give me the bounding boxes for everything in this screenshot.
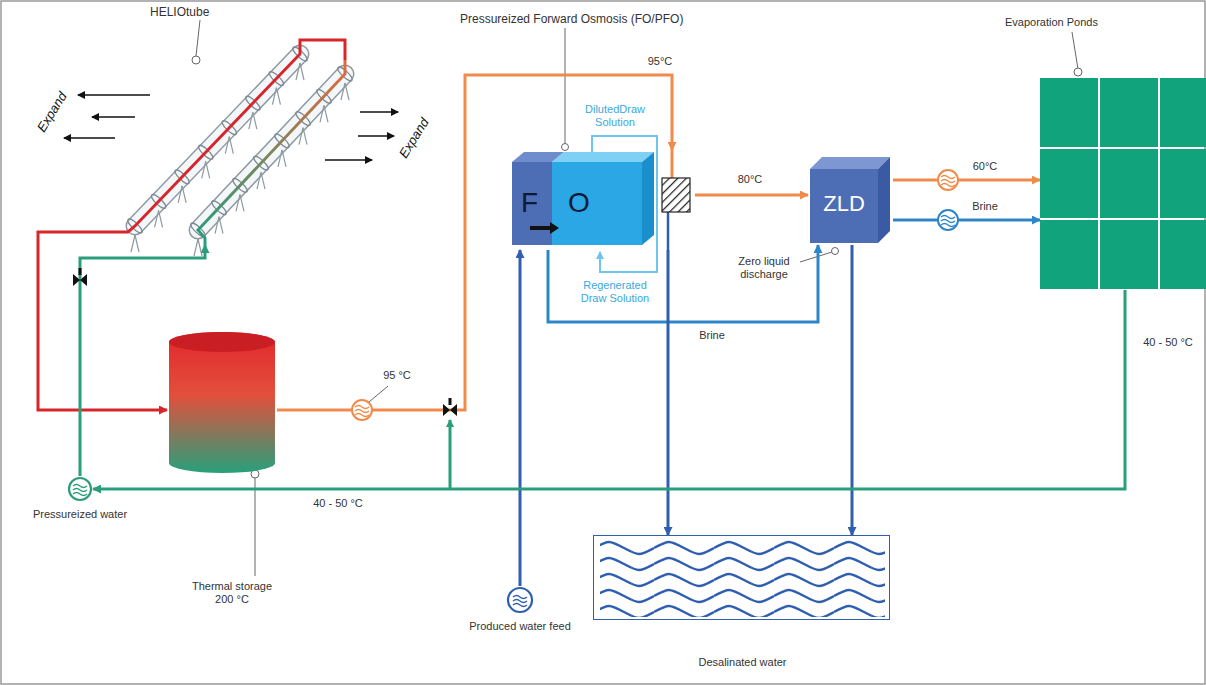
unit-letter: F (521, 186, 538, 220)
pipe (667, 212, 670, 250)
pipe (449, 420, 452, 489)
tank-label: Desalinated water (594, 656, 891, 669)
pump-label: Produced water feed (446, 620, 594, 633)
forward-osmosis-unit: FOPressureized Forward Osmosis (FO/PFO) (510, 150, 695, 250)
callout-label: Thermal storage 200 °C (187, 580, 277, 606)
thermal-storage-tank: Thermal storage 200 °C (167, 330, 277, 475)
motion-label: Expand (34, 89, 71, 135)
pipe-connector (548, 245, 818, 322)
temperature-label: 95°C (648, 55, 673, 68)
leader-lines (196, 20, 1078, 576)
expand-arrows (64, 95, 398, 160)
stream-label: DilutedDraw Solution (575, 103, 655, 129)
pipe-connector (893, 179, 1040, 182)
pipe-connector (519, 250, 522, 586)
unit-title: ZLD (810, 191, 878, 217)
desalinated-water-tank: Desalinated water (593, 535, 890, 620)
zld-unit: ZLDZero liquid discharge (808, 155, 893, 245)
pipe-connector (277, 75, 672, 410)
pressurized-water-pump: Pressureized water (67, 476, 93, 502)
leader-dot (192, 56, 1082, 478)
stream-label: Regenerated Draw Solution (575, 279, 655, 305)
temperature-label: 95 °C (383, 369, 411, 382)
edge-label: 60°C (971, 160, 1000, 173)
edge-label: 80°C (736, 173, 765, 186)
edge-label: Brine (970, 200, 1000, 213)
callout-label: Pressureized Forward Osmosis (FO/PFO) (460, 12, 683, 26)
callout-label: Evaporation Ponds (1005, 16, 1098, 29)
callout-label: Zero liquid discharge (724, 255, 804, 281)
pipe-connector (93, 290, 1125, 489)
unit-letter: O (568, 186, 590, 220)
pipe-connector (851, 245, 854, 535)
callout-label: HELIOtube (150, 5, 209, 19)
temperature-label: 40 - 50 °C (1143, 336, 1193, 349)
pipe-connector (667, 250, 670, 535)
solar-collector: HELIOtube (100, 5, 350, 245)
motion-label: Expand (396, 115, 433, 161)
pump-symbol (352, 170, 958, 420)
pipe-connector (893, 219, 1040, 222)
temperature-label: 40 - 50 °C (313, 497, 363, 510)
pipe-connector (695, 194, 808, 197)
feed-pump: Produced water feed (506, 586, 534, 614)
collector-tubes (100, 40, 354, 256)
pipe (671, 150, 674, 178)
pump-label: Pressureized water (10, 508, 150, 521)
edge-label: Brine (697, 329, 727, 342)
evaporation-ponds: Evaporation Ponds (1040, 78, 1206, 290)
